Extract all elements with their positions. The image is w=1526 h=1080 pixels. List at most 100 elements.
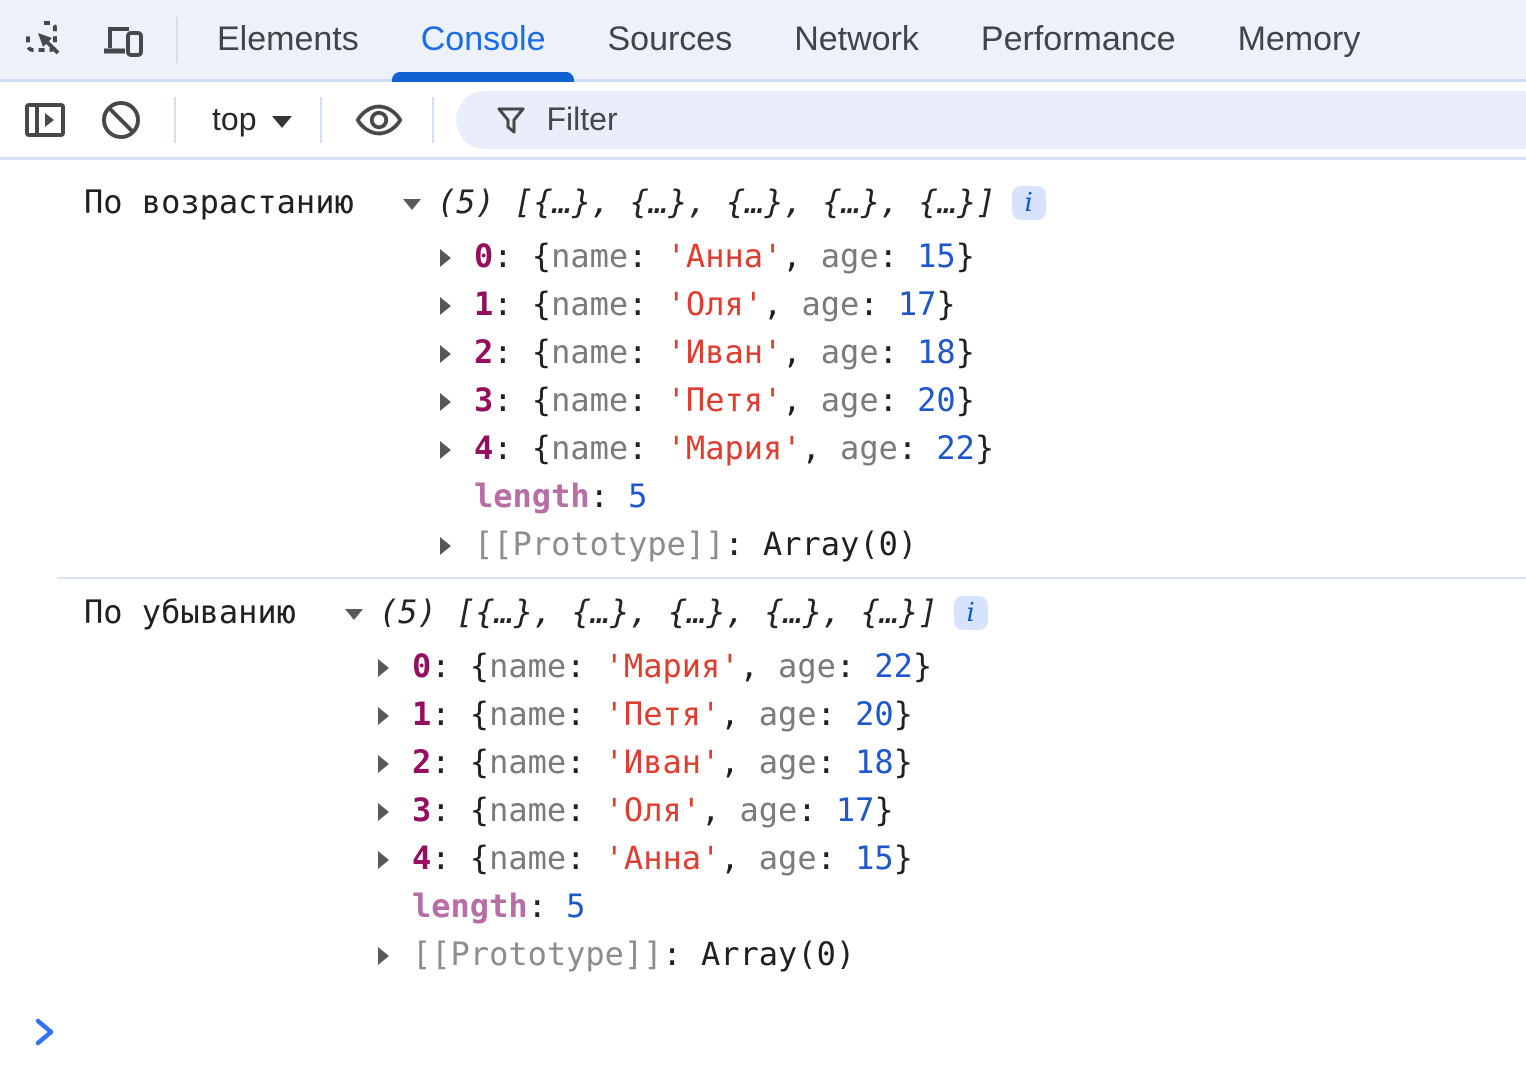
array-index: 0 [474, 237, 494, 275]
array-index: 3 [412, 791, 432, 829]
collapse-arrow-icon[interactable] [403, 199, 421, 210]
expand-arrow-icon[interactable] [440, 297, 451, 315]
divider [174, 96, 176, 143]
string-value: 'Петя' [604, 695, 721, 733]
prompt-chevron-icon [35, 1018, 54, 1046]
property-key: age [739, 791, 798, 829]
array-preview: (5) [{…}, {…}, {…}, {…}, {…}] [437, 183, 996, 221]
execution-context-selector[interactable]: top [212, 101, 293, 138]
string-value: 'Мария' [604, 647, 740, 685]
message-separator [57, 577, 1526, 579]
array-children: 0: {name: 'Анна', age: 15} 1: {name: 'Ол… [0, 232, 1526, 568]
tab-console[interactable]: Console [390, 0, 577, 82]
console-sidebar-toggle-button[interactable] [20, 95, 70, 145]
number-value: 22 [936, 429, 975, 467]
string-value: 'Мария' [666, 429, 802, 467]
array-children: 0: {name: 'Мария', age: 22} 1: {name: 'П… [0, 642, 1526, 978]
array-index: 2 [412, 743, 432, 781]
expand-arrow-icon[interactable] [378, 947, 389, 965]
property-key: name [489, 791, 567, 829]
array-preview: (5) [{…}, {…}, {…}, {…}, {…}] [379, 593, 938, 631]
tab-network[interactable]: Network [763, 0, 950, 79]
property-key: name [489, 647, 567, 685]
console-prompt[interactable] [0, 1008, 1526, 1056]
filter-bar[interactable] [456, 90, 1526, 149]
log-header-row[interactable]: По возрастанию (5) [{…}, {…}, {…}, {…}, … [0, 178, 1526, 226]
expand-arrow-icon[interactable] [440, 345, 451, 363]
array-item-row[interactable]: 1: {name: 'Оля', age: 17} [0, 280, 1526, 328]
prototype-row[interactable]: [[Prototype]]: Array(0) [0, 520, 1526, 568]
expand-arrow-icon[interactable] [378, 803, 389, 821]
array-index: 0 [412, 647, 432, 685]
property-key: age [778, 647, 836, 685]
array-item-row[interactable]: 2: {name: 'Иван', age: 18} [0, 738, 1526, 786]
number-value: 17 [835, 791, 875, 829]
array-item-row[interactable]: 0: {name: 'Мария', age: 22} [0, 642, 1526, 690]
panel-tabs: Elements Console Sources Network Perform… [186, 0, 1392, 82]
string-value: 'Иван' [666, 333, 783, 371]
sidebar-panel-icon [25, 102, 65, 137]
length-label: length [474, 477, 590, 515]
chevron-down-icon [272, 115, 293, 128]
array-item-row[interactable]: 3: {name: 'Петя', age: 20} [0, 376, 1526, 424]
array-item-row[interactable]: 4: {name: 'Анна', age: 15} [0, 834, 1526, 882]
array-item-row[interactable]: 2: {name: 'Иван', age: 18} [0, 328, 1526, 376]
inspect-element-button[interactable] [22, 17, 68, 63]
prototype-value: Array(0) [762, 525, 918, 563]
number-value: 5 [566, 887, 586, 925]
number-value: 20 [917, 381, 956, 419]
collapse-arrow-icon[interactable] [345, 609, 363, 620]
array-item-row[interactable]: 3: {name: 'Оля', age: 17} [0, 786, 1526, 834]
property-key: age [758, 743, 817, 781]
property-key: name [489, 839, 567, 877]
expand-arrow-icon[interactable] [378, 851, 389, 869]
array-item-row[interactable]: 0: {name: 'Анна', age: 15} [0, 232, 1526, 280]
info-badge-icon[interactable]: i [1011, 186, 1046, 220]
array-item-row[interactable]: 4: {name: 'Мария', age: 22} [0, 424, 1526, 472]
property-key: name [551, 429, 629, 467]
filter-input[interactable] [546, 101, 1147, 138]
expand-arrow-icon[interactable] [440, 249, 451, 267]
create-live-expression-button[interactable] [354, 95, 404, 145]
number-value: 20 [855, 695, 894, 733]
clear-console-button[interactable] [96, 95, 146, 145]
console-message-group: По убыванию (5) [{…}, {…}, {…}, {…}, {…}… [0, 588, 1526, 978]
array-index: 1 [412, 695, 432, 733]
expand-arrow-icon[interactable] [440, 441, 451, 459]
tab-label: Performance [980, 20, 1176, 58]
eye-icon [356, 104, 403, 135]
tab-memory[interactable]: Memory [1207, 0, 1392, 79]
array-item-row[interactable]: 1: {name: 'Петя', age: 20} [0, 690, 1526, 738]
property-key: name [551, 381, 629, 419]
property-key: age [820, 333, 879, 371]
context-selector-label: top [212, 101, 257, 137]
tab-sources[interactable]: Sources [576, 0, 763, 79]
device-toolbar-icon [104, 26, 143, 57]
info-badge-icon[interactable]: i [953, 596, 988, 630]
tab-performance[interactable]: Performance [950, 0, 1207, 79]
length-row[interactable]: length: 5 [474, 477, 648, 515]
prototype-row[interactable]: [[Prototype]]: Array(0) [0, 930, 1526, 978]
divider [176, 16, 178, 63]
property-key: name [551, 333, 629, 371]
string-value: 'Анна' [666, 237, 783, 275]
tab-elements[interactable]: Elements [186, 0, 390, 79]
prototype-label: [[Prototype]] [412, 935, 663, 973]
string-value: 'Оля' [666, 285, 763, 323]
tab-label: Console [420, 20, 546, 58]
string-value: 'Петя' [666, 381, 783, 419]
expand-arrow-icon[interactable] [378, 659, 389, 677]
number-value: 18 [855, 743, 894, 781]
expand-arrow-icon[interactable] [440, 537, 451, 555]
property-key: age [758, 695, 817, 733]
prototype-label: [[Prototype]] [474, 525, 725, 563]
string-value: 'Иван' [604, 743, 721, 781]
string-value: 'Оля' [604, 791, 701, 829]
length-row[interactable]: length: 5 [412, 887, 586, 925]
block-icon [102, 100, 140, 139]
expand-arrow-icon[interactable] [378, 755, 389, 773]
log-header-row[interactable]: По убыванию (5) [{…}, {…}, {…}, {…}, {…}… [0, 588, 1526, 636]
toggle-device-toolbar-button[interactable] [100, 17, 146, 63]
expand-arrow-icon[interactable] [378, 707, 389, 725]
expand-arrow-icon[interactable] [440, 393, 451, 411]
